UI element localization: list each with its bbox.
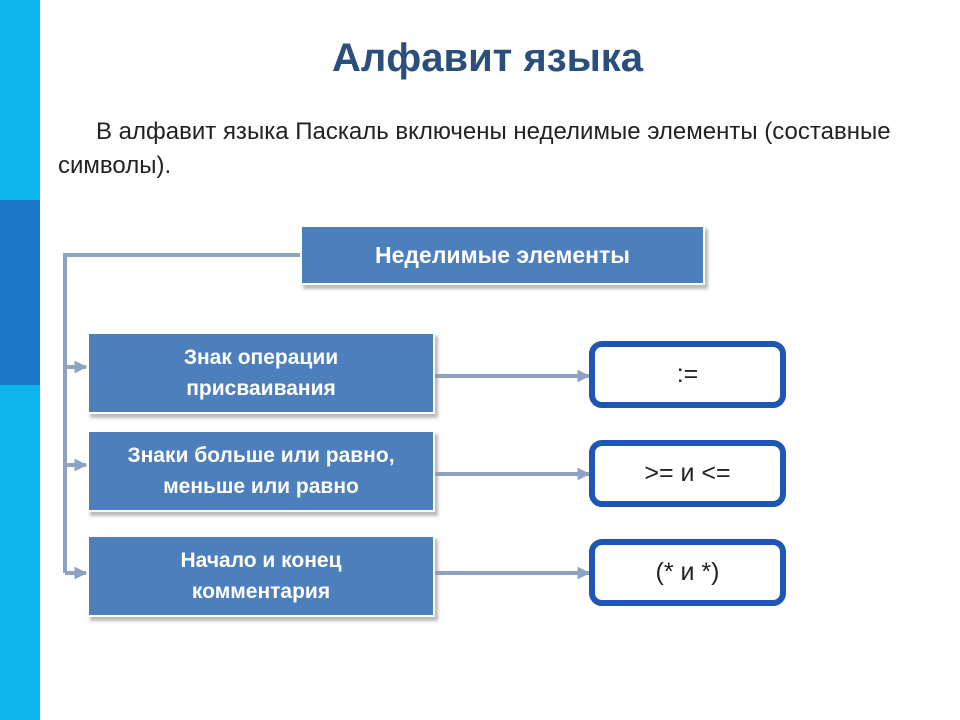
item-box-assignment: Знак операции присваивания xyxy=(87,332,435,414)
item-label-line: Начало и конец xyxy=(180,549,342,572)
result-box-assignment: := xyxy=(589,341,786,408)
header-box: Неделимые элементы xyxy=(300,225,705,285)
result-box-comment: (* и *) xyxy=(589,539,786,606)
trunk-line xyxy=(63,253,300,573)
item-box-comparison: Знаки больше или равно, меньше или равно xyxy=(87,430,435,512)
item-label-line: Знак операции xyxy=(183,346,339,369)
item-box-comment: Начало и конец комментария xyxy=(87,535,435,617)
item-label-line: комментария xyxy=(191,580,331,603)
result-box-comparison: >= и <= xyxy=(589,440,786,507)
item-label-line: присваивания xyxy=(186,377,336,400)
slide-title: Алфавит языка xyxy=(331,36,644,80)
item-label-line: Знаки больше или равно, xyxy=(127,444,395,467)
intro-text: В алфавит языка Паскаль включены неделим… xyxy=(58,118,891,179)
item-label-line: меньше или равно xyxy=(163,475,359,498)
side-accent-strip-dark xyxy=(0,200,40,385)
